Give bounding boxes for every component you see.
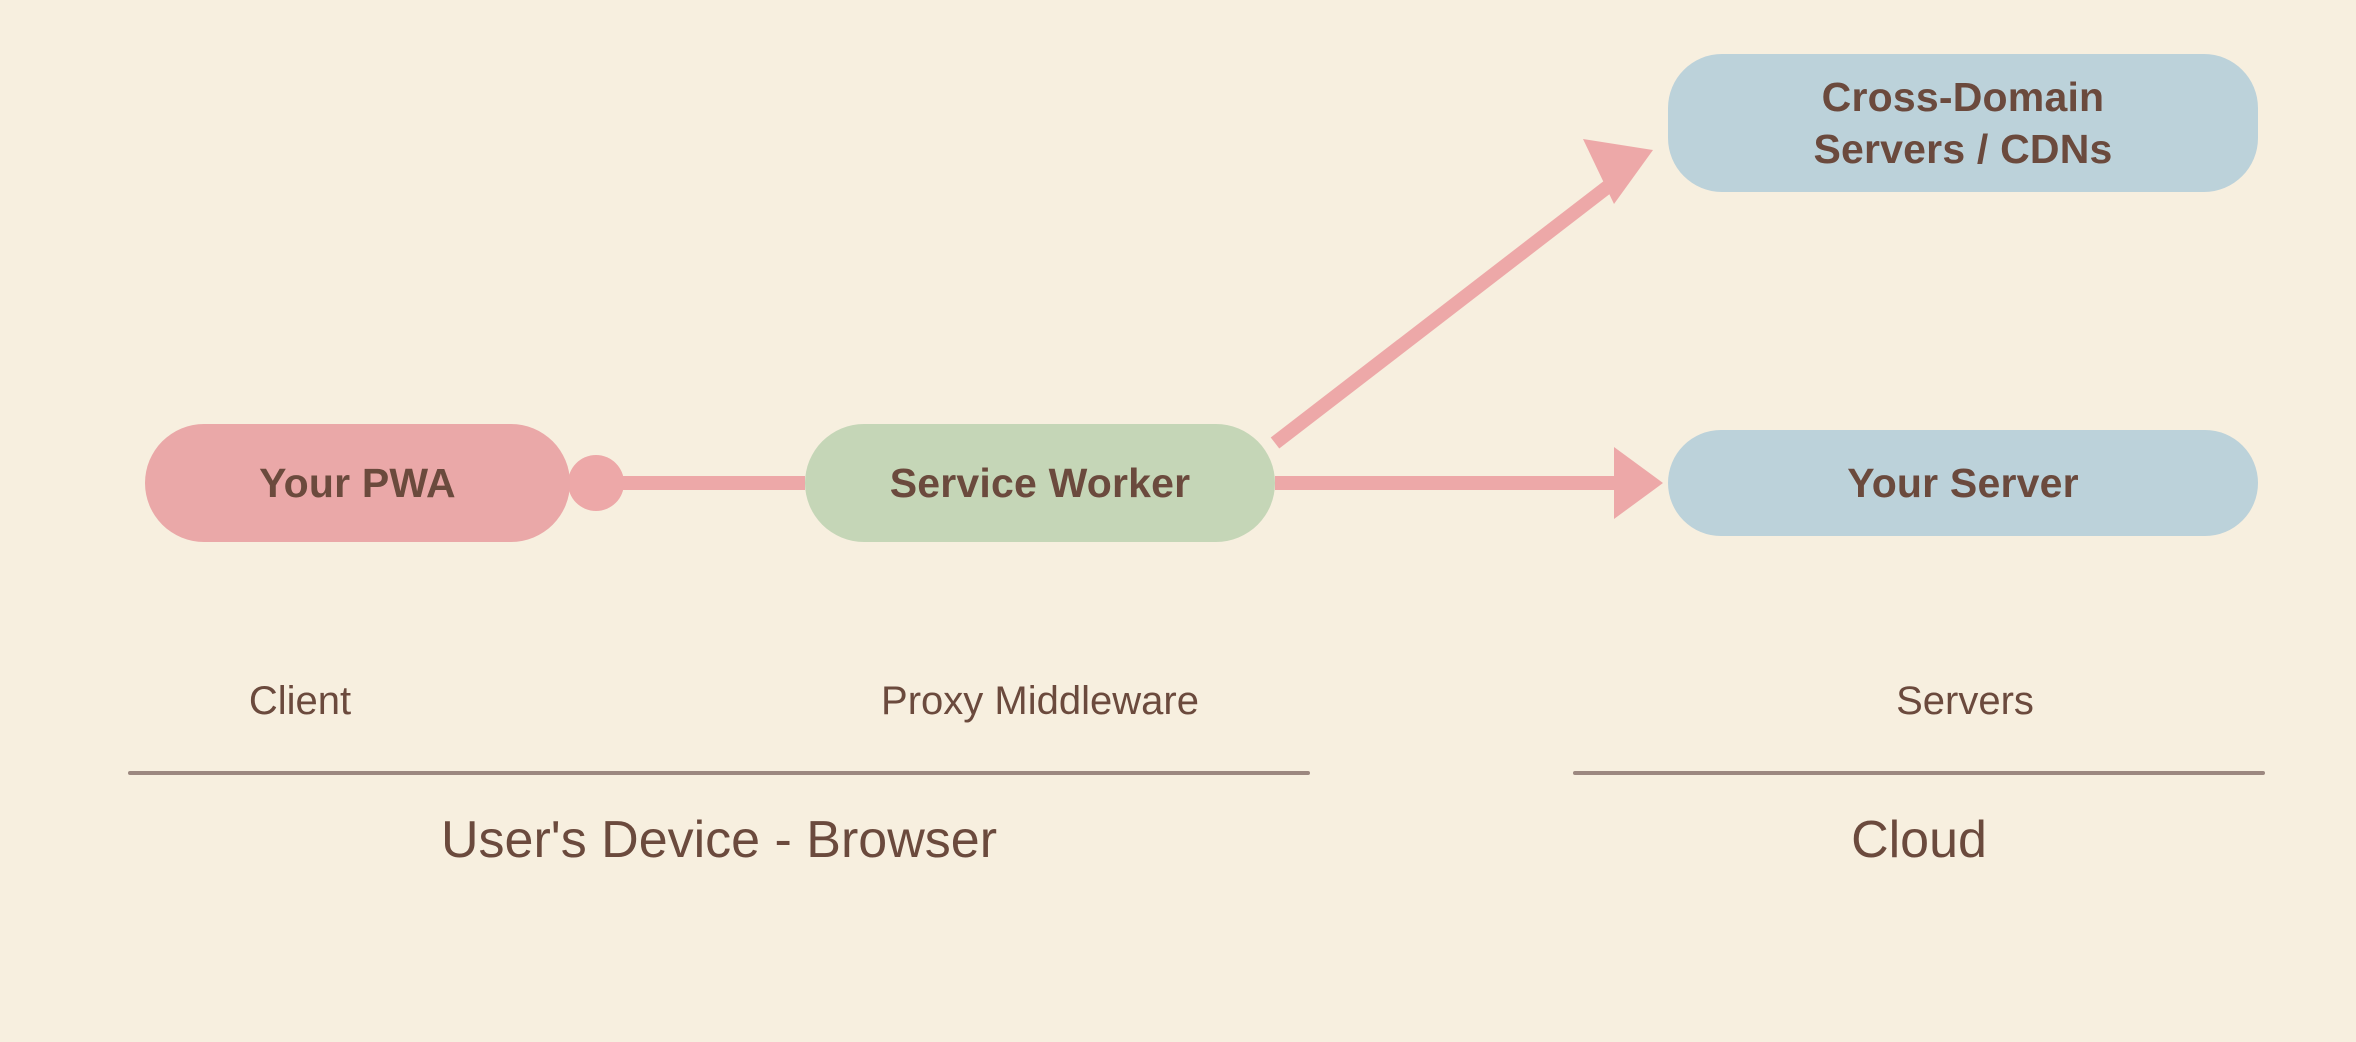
node-label-your-pwa: Your PWA <box>259 459 456 506</box>
arrowhead-icon-server <box>1614 447 1663 519</box>
zone-caption-servers: Servers <box>1896 679 2034 723</box>
group-title-users-device-browser: User's Device - Browser <box>440 811 998 869</box>
node-your-server[interactable]: Your Server <box>1668 430 2258 536</box>
node-label-service-worker: Service Worker <box>889 459 1191 506</box>
zone-caption-client: Client <box>248 679 352 723</box>
group-title-cloud: Cloud <box>1851 811 1987 869</box>
edge-line-sw-cdn <box>1270 179 1615 449</box>
node-label-cross-domain: Cross-Domain Servers / CDNs <box>1813 71 2112 176</box>
node-label-cross-domain-line2: Servers / CDNs <box>1813 126 2113 172</box>
edge-service-worker-to-cross-domain <box>1270 139 1653 449</box>
node-label-your-server: Your Server <box>1847 459 2079 506</box>
dot-marker-icon <box>568 455 624 511</box>
divider-device <box>128 771 1310 775</box>
node-label-cross-domain-line1: Cross-Domain <box>1821 73 2105 120</box>
zone-caption-proxy-middleware: Proxy Middleware <box>881 679 1199 723</box>
node-cross-domain-servers[interactable]: Cross-Domain Servers / CDNs <box>1668 54 2258 192</box>
node-your-pwa[interactable]: Your PWA <box>145 424 570 542</box>
node-service-worker[interactable]: Service Worker <box>805 424 1275 542</box>
arrowhead-icon-cdn <box>1583 139 1653 204</box>
divider-cloud <box>1573 771 2265 775</box>
edge-service-worker-to-your-server <box>1275 447 1663 519</box>
edge-pwa-to-service-worker <box>568 455 805 511</box>
